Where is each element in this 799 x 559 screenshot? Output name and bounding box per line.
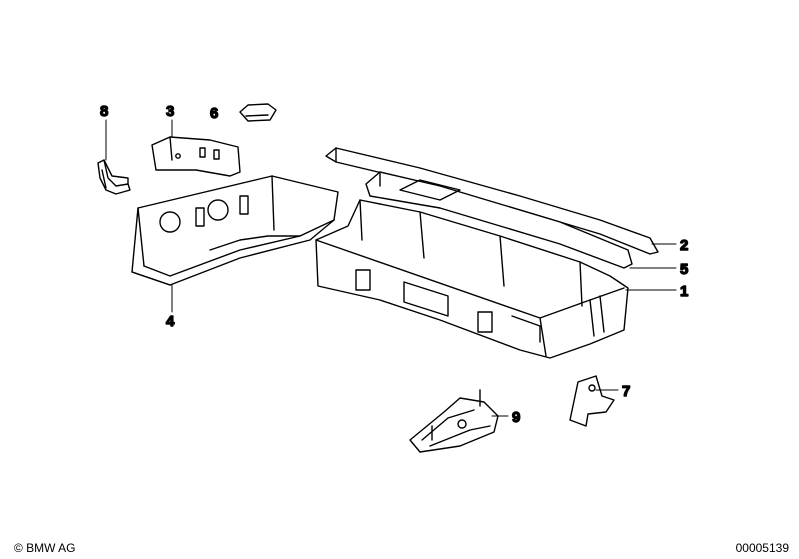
callout-4[interactable]: 4 bbox=[165, 312, 175, 330]
callout-2[interactable]: 2 bbox=[679, 236, 689, 254]
callout-6[interactable]: 6 bbox=[209, 104, 219, 122]
part-9-mount-plate[interactable] bbox=[409, 389, 499, 453]
callout-5[interactable]: 5 bbox=[679, 260, 689, 278]
part-5-trim[interactable] bbox=[365, 171, 633, 269]
copyright-label: © BMW AG bbox=[14, 541, 76, 555]
part-6-cap[interactable] bbox=[239, 103, 277, 122]
part-4-shelf[interactable] bbox=[131, 175, 339, 286]
part-8-clip[interactable] bbox=[97, 159, 131, 195]
callout-7[interactable]: 7 bbox=[621, 382, 631, 400]
diagram-number: 00005139 bbox=[735, 541, 789, 555]
callout-8[interactable]: 8 bbox=[99, 102, 109, 120]
callout-9[interactable]: 9 bbox=[511, 408, 521, 426]
part-3-panel[interactable] bbox=[151, 136, 241, 177]
callout-3[interactable]: 3 bbox=[165, 102, 175, 120]
callout-1[interactable]: 1 bbox=[679, 282, 689, 300]
part-1-main-panel[interactable] bbox=[315, 199, 629, 359]
part-7-bracket[interactable] bbox=[569, 375, 615, 427]
